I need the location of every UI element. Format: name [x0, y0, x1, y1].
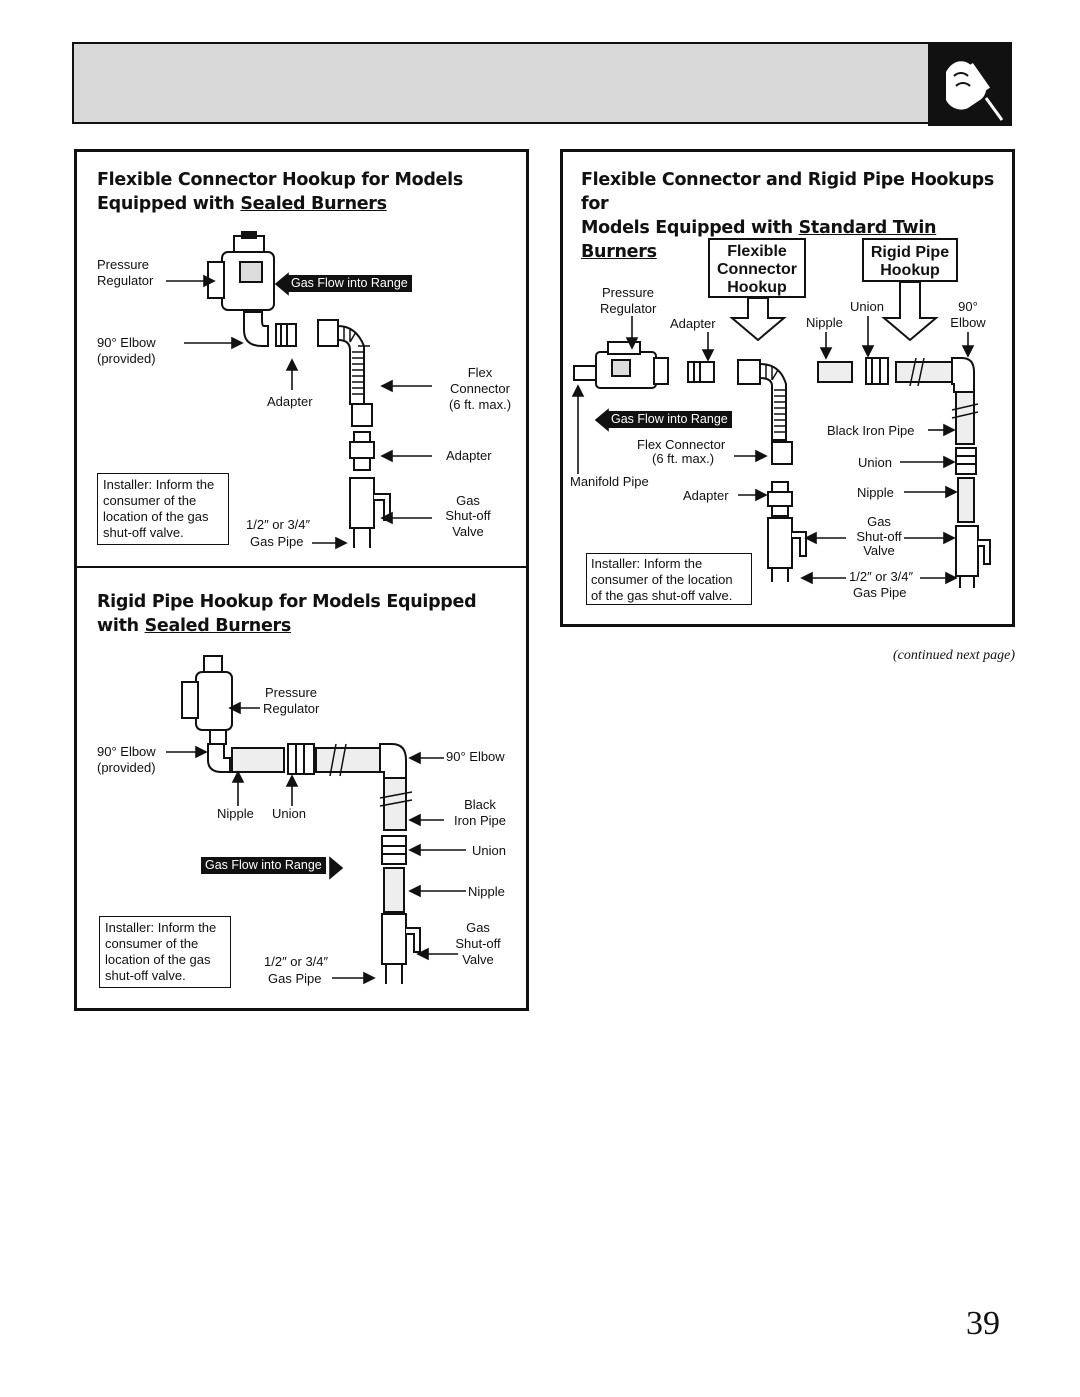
label-adapter-low: Adapter	[683, 488, 729, 503]
label-union: Union	[272, 806, 306, 821]
label-provided: (provided)	[97, 351, 156, 366]
label-regulator: Regulator	[97, 273, 154, 288]
label-regulator: Regulator	[263, 701, 320, 716]
title-line: Flexible Connector Hookup for Models	[97, 170, 463, 190]
label-adapter-2: Adapter	[446, 448, 492, 463]
installer-note: Installer: Inform the consumer of the lo…	[97, 473, 229, 545]
title-line: with Sealed Burners	[97, 614, 517, 638]
label-elbow-right: 90° Elbow	[446, 749, 505, 764]
flexible-connector-hookup-box: Flexible Connector Hookup	[708, 238, 806, 298]
section-title-flex-sealed: Flexible Connector Hookup for Models Equ…	[97, 168, 517, 216]
label-gas: Gas	[466, 920, 490, 935]
label-pressure: Pressure	[97, 257, 150, 272]
installer-note: Installer: Inform the consumer of the lo…	[99, 916, 231, 988]
screwdriver-hand-icon	[928, 42, 1012, 126]
label-provided: (provided)	[97, 760, 156, 775]
box-line: Connector	[717, 261, 797, 278]
title-underlined: Standard Twin Burners	[581, 218, 937, 262]
label-6ft: (6 ft. max.)	[652, 451, 715, 466]
label-union-top: Union	[850, 299, 884, 314]
section-title-rigid-sealed: Rigid Pipe Hookup for Models Equipped wi…	[97, 590, 517, 638]
label-pressure: Pressure	[265, 685, 318, 700]
title-line: Equipped with Sealed Burners	[97, 192, 517, 216]
label-90: 90°	[958, 299, 978, 314]
label-valve: Valve	[863, 543, 895, 558]
title-underlined: Sealed Burners	[240, 194, 387, 214]
gas-flow-label: Gas Flow into Range	[607, 411, 732, 428]
label-pipe-size: 1/2″ or 3/4″	[849, 569, 914, 584]
gas-flow-label: Gas Flow into Range	[201, 857, 326, 874]
title-text: Models Equipped with	[581, 218, 799, 238]
label-valve: Valve	[462, 952, 494, 967]
rigid-pipe-hookup-box: Rigid Pipe Hookup	[862, 238, 958, 282]
label-shutoff: Shut-off	[445, 508, 491, 523]
label-connector: Connector	[450, 381, 510, 396]
label-elbow: 90° Elbow	[97, 744, 156, 759]
label-shutoff: Shut-off	[856, 529, 902, 544]
label-nipple: Nipple	[217, 806, 254, 821]
label-adapter: Adapter	[267, 394, 313, 409]
title-text: with	[97, 616, 145, 636]
label-valve: Valve	[452, 524, 484, 539]
label-nipple-mid: Nipple	[857, 485, 894, 500]
label-pressure: Pressure	[602, 285, 655, 300]
label-flex-connector: Flex Connector	[637, 437, 726, 452]
title-line: Flexible Connector and Rigid Pipe Hookup…	[581, 170, 994, 214]
label-gas: Gas	[456, 493, 480, 508]
title-line: Models Equipped with Standard Twin Burne…	[581, 216, 1007, 264]
header-bar	[72, 42, 1012, 124]
box-line: Hookup	[880, 262, 940, 279]
page-number: 39	[966, 1305, 1000, 1342]
label-6ft: (6 ft. max.)	[448, 397, 512, 412]
label-black-iron: Black Iron Pipe	[827, 423, 915, 438]
label-elbow-top: Elbow	[950, 315, 986, 330]
label-manifold: Manifold Pipe	[570, 474, 649, 489]
label-shutoff: Shut-off	[455, 936, 501, 951]
label-gas-pipe: Gas Pipe	[268, 971, 322, 986]
label-iron-pipe: Iron Pipe	[453, 813, 507, 828]
label-union-mid: Union	[858, 455, 892, 470]
label-nipple-right: Nipple	[468, 884, 505, 899]
title-underlined: Sealed Burners	[144, 616, 292, 636]
label-pipe-size: 1/2″ or 3/4″	[264, 954, 329, 969]
continued-note: (continued next page)	[892, 648, 1015, 663]
label-flex: Flex	[467, 365, 493, 380]
label-gas-pipe: Gas Pipe	[853, 585, 907, 600]
label-nipple-top: Nipple	[806, 315, 843, 330]
installer-note: Installer: Inform the consumer of the lo…	[586, 553, 752, 605]
box-line: Hookup	[727, 279, 787, 296]
label-union-right: Union	[472, 843, 506, 858]
box-line: Rigid Pipe	[870, 244, 950, 261]
label-gas-pipe: Gas Pipe	[250, 534, 304, 549]
section-title-standard-twin: Flexible Connector and Rigid Pipe Hookup…	[581, 168, 1007, 264]
label-elbow: 90° Elbow	[97, 335, 156, 350]
label-black: Black	[464, 797, 496, 812]
label-gas: Gas	[867, 514, 891, 529]
title-text: Equipped with	[97, 194, 241, 214]
label-adapter-top: Adapter	[670, 316, 716, 331]
left-panel-divider	[74, 566, 529, 568]
gas-flow-label: Gas Flow into Range	[287, 275, 412, 292]
label-pipe-size: 1/2″ or 3/4″	[246, 517, 311, 532]
title-line: Rigid Pipe Hookup for Models Equipped	[97, 592, 477, 612]
box-line: Flexible	[727, 243, 787, 260]
label-regulator: Regulator	[600, 301, 657, 316]
